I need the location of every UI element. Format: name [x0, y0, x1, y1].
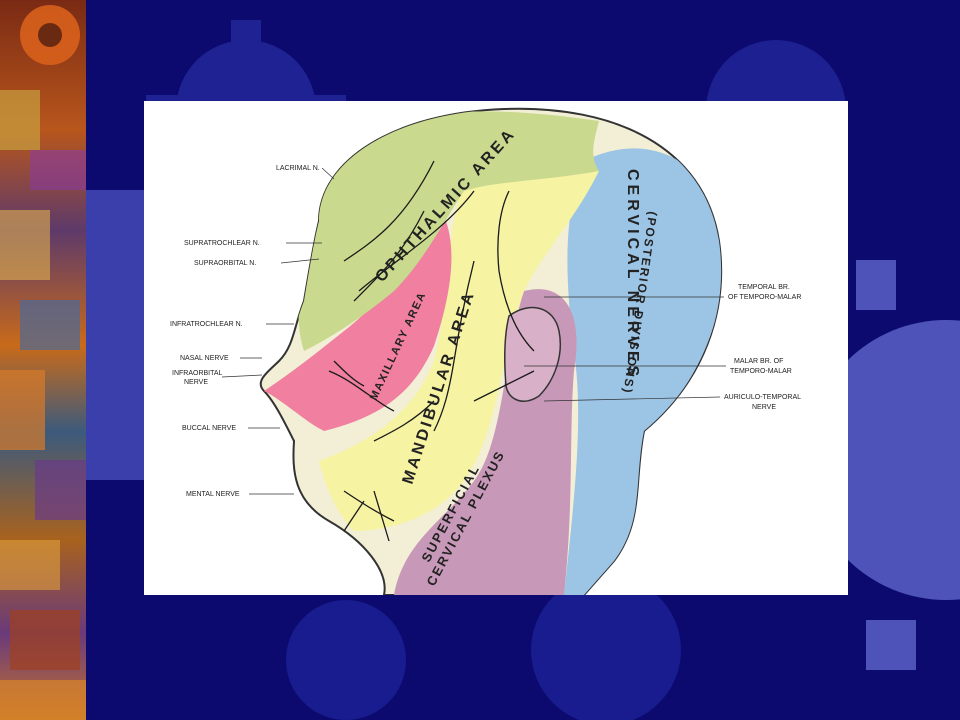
supratrochlear-label: SUPRATROCHLEAR N. — [184, 240, 260, 247]
temporal-label-line2: OF TEMPORO-MALAR — [728, 294, 801, 301]
gear-decoration-bottom — [286, 575, 681, 720]
nerve-branches — [328, 160, 535, 542]
side-strip-pattern — [0, 5, 86, 720]
infraorbital-label-line1: INFRAORBITAL — [172, 370, 223, 377]
temporal-label-line1: TEMPORAL BR. — [738, 284, 790, 291]
decorative-side-strip — [0, 0, 86, 720]
head-illustration: OPHTHALMIC AREA MAXILLARY AREA MANDIBULA… — [170, 107, 801, 595]
malar-label-line2: TEMPORO-MALAR — [730, 368, 792, 375]
infratrochlear-label: INFRATROCHLEAR N. — [170, 321, 243, 328]
nerve-diagram-figure: OPHTHALMIC AREA MAXILLARY AREA MANDIBULA… — [144, 101, 848, 595]
buccal-label: BUCCAL NERVE — [182, 425, 236, 432]
nerve-callouts: LACRIMAL N. SUPRATROCHLEAR N. SUPRAORBIT… — [170, 165, 801, 498]
mental-label: MENTAL NERVE — [186, 491, 240, 498]
malar-label-line1: MALAR BR. OF — [734, 358, 783, 365]
cervical-nerves-region — [564, 148, 722, 595]
nasal-label: NASAL NERVE — [180, 355, 229, 362]
supraorbital-label: SUPRAORBITAL N. — [194, 260, 256, 267]
lacrimal-label: LACRIMAL N. — [276, 165, 320, 172]
infraorbital-label-line2: NERVE — [184, 379, 208, 386]
mandibular-region — [319, 164, 599, 531]
auriculo-temporal-label-line2: NERVE — [752, 404, 776, 411]
ophthalmic-region — [298, 111, 599, 351]
cervical-nerves-label: CERVICAL NERVES — [624, 169, 641, 380]
auriculo-temporal-label-line1: AURICULO-TEMPORAL — [724, 394, 801, 401]
